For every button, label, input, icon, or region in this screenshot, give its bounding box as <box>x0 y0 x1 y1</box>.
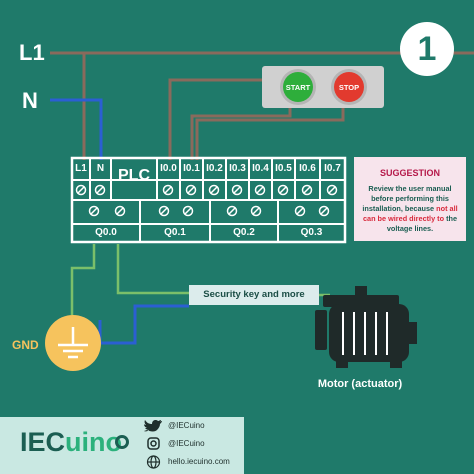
start-button-label: START <box>285 83 311 92</box>
plc-block <box>70 156 347 244</box>
ground-symbol-icon <box>58 327 88 359</box>
globe-icon[interactable] <box>146 455 161 469</box>
plc-output-q01: Q0.1 <box>164 227 186 238</box>
plc-title: PLC <box>118 167 150 184</box>
stop-button-label: STOP <box>338 83 360 92</box>
suggestion-text-end: the voltage lines. <box>386 214 458 233</box>
gnd-label: GND <box>12 338 39 352</box>
plc-input-i05: I0.5 <box>275 163 292 174</box>
n-label: N <box>22 88 38 113</box>
stop-button[interactable] <box>334 72 364 102</box>
motor-label: Motor (actuator) <box>317 378 403 390</box>
plc-input-i06: I0.6 <box>299 163 316 174</box>
plc-output-q00: Q0.0 <box>95 227 117 238</box>
suggestion-text-main: Review the user manual before performing… <box>362 184 452 213</box>
logo-text-main: IEC <box>20 427 66 457</box>
step-number-badge: 1 <box>400 22 454 76</box>
plc-output-q03: Q0.3 <box>300 227 323 238</box>
website-link[interactable]: hello.iecuino.com <box>168 457 230 466</box>
l1-label: L1 <box>19 40 45 65</box>
twitter-icon[interactable] <box>144 420 162 432</box>
input-terminal-screws <box>75 184 338 196</box>
logo-gear-icon <box>115 435 129 449</box>
twitter-handle[interactable]: @IECuino <box>168 421 205 430</box>
plc-output-q02: Q0.2 <box>233 227 255 238</box>
suggestion-text: Review the user manual before performing… <box>360 184 460 234</box>
plc-input-i03: I0.3 <box>229 163 246 174</box>
footer-panel <box>0 417 244 474</box>
plc-input-i00: I0.0 <box>160 163 177 174</box>
output-terminal-screws <box>88 205 330 217</box>
instagram-handle[interactable]: @IECuino <box>168 439 205 448</box>
start-button[interactable] <box>283 72 313 102</box>
footer-logo: IECuino <box>20 427 122 458</box>
suggestion-box: SUGGESTION Review the user manual before… <box>354 157 466 241</box>
plc-input-i04: I0.4 <box>252 163 269 174</box>
motor-icon <box>315 286 417 368</box>
plc-input-i07: I0.7 <box>324 163 341 174</box>
suggestion-text-warning: not all can be wired directly to <box>362 204 458 223</box>
plc-input-i02: I0.2 <box>206 163 223 174</box>
plc-input-i01: I0.1 <box>183 163 200 174</box>
plc-terminal-n: N <box>96 163 105 174</box>
security-key-label: Security key and more <box>189 285 319 305</box>
instagram-icon[interactable] <box>147 437 160 450</box>
logo-text-accent: uino <box>65 427 122 457</box>
suggestion-title: SUGGESTION <box>379 168 440 178</box>
plc-terminal-l1: L1 <box>75 163 87 174</box>
